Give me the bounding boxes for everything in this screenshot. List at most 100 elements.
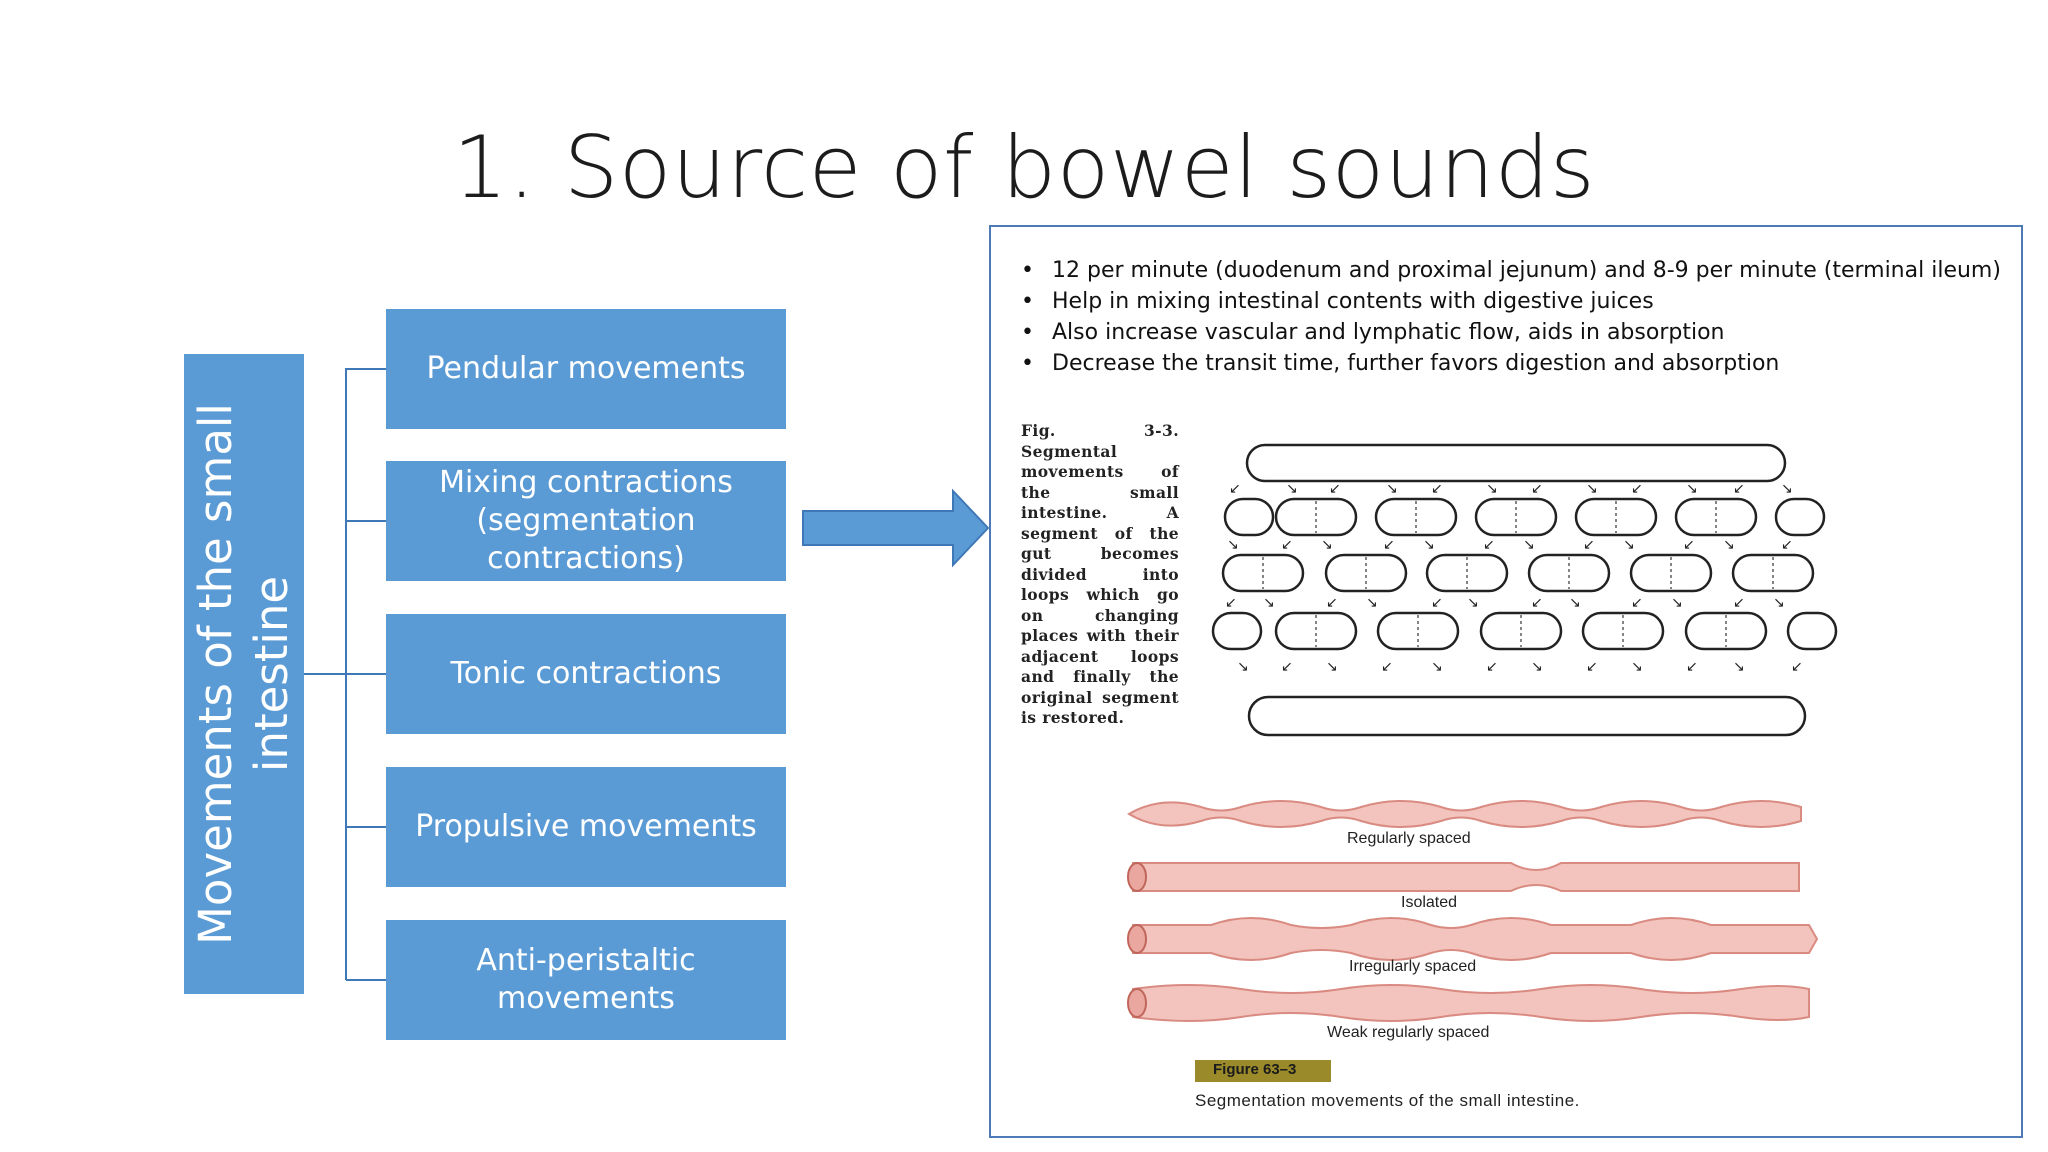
intestine-loop: [1581, 611, 1665, 651]
segment-label-regular: Regularly spaced: [1347, 830, 1471, 847]
movement-label: Propulsive movements: [415, 809, 757, 844]
svg-text:↙: ↙: [1631, 595, 1643, 611]
movement-label: Tonic contractions: [450, 656, 722, 691]
intestine-loop: [1574, 497, 1658, 537]
svg-text:↘: ↘: [1237, 659, 1249, 675]
intestine-weak-regularly-spaced: [1132, 984, 1810, 1022]
svg-text:↘: ↘: [1486, 481, 1498, 497]
intestine-loop: [1786, 611, 1838, 651]
movement-label: Pendular movements: [426, 351, 746, 386]
svg-text:↘: ↘: [1431, 659, 1443, 675]
intestine-loop: [1479, 611, 1563, 651]
svg-text:↘: ↘: [1623, 537, 1635, 553]
intestine-segment: [1247, 695, 1807, 737]
svg-text:↙: ↙: [1583, 537, 1595, 553]
intestine-loop: [1674, 497, 1758, 537]
right-arrow-icon: [802, 488, 990, 568]
svg-text:↘: ↘: [1723, 537, 1735, 553]
svg-text:↙: ↙: [1686, 659, 1698, 675]
svg-text:↘: ↘: [1321, 537, 1333, 553]
svg-text:↙: ↙: [1631, 481, 1643, 497]
svg-text:↘: ↘: [1423, 537, 1435, 553]
intestine-loop: [1774, 497, 1826, 537]
svg-text:↘: ↘: [1523, 537, 1535, 553]
svg-text:↘: ↘: [1781, 481, 1793, 497]
slide-title: 1. Source of bowel sounds: [452, 118, 1596, 218]
intestine-isolated: [1132, 862, 1800, 892]
svg-text:↙: ↙: [1586, 659, 1598, 675]
intestine-loop: [1211, 611, 1263, 651]
svg-text:↙: ↙: [1383, 537, 1395, 553]
bullet-list: 12 per minute (duodenum and proximal jej…: [1021, 255, 2001, 379]
movement-box-tonic: Tonic contractions: [386, 614, 786, 734]
svg-text:↘: ↘: [1263, 595, 1275, 611]
intestine-segment: [1245, 443, 1787, 483]
svg-text:↙: ↙: [1531, 595, 1543, 611]
figure-63-3-tag: Figure 63–3: [1195, 1060, 1331, 1082]
svg-text:↘: ↘: [1227, 537, 1239, 553]
intestine-loop: [1221, 553, 1305, 593]
svg-text:↙: ↙: [1733, 481, 1745, 497]
segment-label-irregular: Irregularly spaced: [1349, 958, 1477, 975]
svg-text:↙: ↙: [1486, 659, 1498, 675]
intestine-loop: [1425, 553, 1509, 593]
segment-label-isolated: Isolated: [1401, 894, 1458, 911]
intestine-regularly-spaced: [1127, 800, 1802, 828]
arrow-marks: ↙↘↙ ↘↙↘ ↙↘↙ ↘↙↘ ↘↙↘ ↙↘↙ ↘↙↘ ↙↘↙ ↙↘↙ ↘↙↘ …: [1225, 481, 1803, 675]
intestine-loop: [1731, 553, 1815, 593]
intestine-loop: [1527, 553, 1611, 593]
intestine-loop: [1474, 497, 1558, 537]
svg-text:↙: ↙: [1683, 537, 1695, 553]
bullet-item: Help in mixing intestinal contents with …: [1021, 286, 2001, 317]
svg-text:↘: ↘: [1733, 659, 1745, 675]
svg-text:↙: ↙: [1381, 659, 1393, 675]
svg-text:↙: ↙: [1791, 659, 1803, 675]
svg-text:↙: ↙: [1781, 537, 1793, 553]
svg-text:↘: ↘: [1671, 595, 1683, 611]
intestine-loop: [1274, 611, 1358, 651]
svg-text:↘: ↘: [1531, 659, 1543, 675]
svg-text:↙: ↙: [1281, 659, 1293, 675]
svg-text:↘: ↘: [1286, 481, 1298, 497]
svg-text:↘: ↘: [1586, 481, 1598, 497]
intestine-loop: [1223, 497, 1275, 537]
svg-text:↙: ↙: [1329, 481, 1341, 497]
figure-3-3-caption: Fig. 3-3. Segmental movements of the sma…: [1021, 421, 1179, 727]
svg-text:↘: ↘: [1326, 659, 1338, 675]
intestine-loop: [1629, 553, 1713, 593]
bullet-item: Also increase vascular and lymphatic flo…: [1021, 317, 2001, 348]
bullet-item: 12 per minute (duodenum and proximal jej…: [1021, 255, 2001, 286]
intestine-irregularly-spaced: [1132, 917, 1819, 961]
svg-text:↘: ↘: [1686, 481, 1698, 497]
svg-text:↘: ↘: [1569, 595, 1581, 611]
intestine-loop: [1274, 497, 1358, 537]
svg-text:↙: ↙: [1431, 595, 1443, 611]
movement-box-antiperistaltic: Anti-peristaltic movements: [386, 920, 786, 1040]
svg-text:↘: ↘: [1386, 481, 1398, 497]
movement-label: Mixing contractions (segmentation contra…: [439, 465, 733, 576]
bullet-item: Decrease the transit time, further favor…: [1021, 348, 2001, 379]
movement-box-propulsive: Propulsive movements: [386, 767, 786, 887]
svg-text:↙: ↙: [1281, 537, 1293, 553]
intestine-loop: [1324, 553, 1408, 593]
svg-text:↘: ↘: [1467, 595, 1479, 611]
intestine-loop: [1684, 611, 1768, 651]
movement-box-mixing: Mixing contractions (segmentation contra…: [386, 461, 786, 581]
intestine-loop: [1376, 611, 1460, 651]
figure-63-3-tag-text: Figure 63–3: [1213, 1061, 1297, 1078]
svg-text:↘: ↘: [1366, 595, 1378, 611]
svg-text:↙: ↙: [1225, 595, 1237, 611]
segment-label-weak: Weak regularly spaced: [1327, 1024, 1490, 1041]
svg-text:↙: ↙: [1483, 537, 1495, 553]
figure-63-3-caption: Segmentation movements of the small inte…: [1195, 1091, 1580, 1110]
svg-text:↘: ↘: [1631, 659, 1643, 675]
segmentation-diagram: ↙↘↙ ↘↙↘ ↙↘↙ ↘↙↘ ↘↙↘ ↙↘↙ ↘↙↘ ↙↘↙ ↙↘↙ ↘↙↘ …: [1127, 443, 1838, 1022]
svg-text:↙: ↙: [1326, 595, 1338, 611]
intestine-loop: [1374, 497, 1458, 537]
svg-text:↙: ↙: [1431, 481, 1443, 497]
svg-text:↙: ↙: [1531, 481, 1543, 497]
detail-panel: 12 per minute (duodenum and proximal jej…: [989, 225, 2023, 1138]
svg-text:↘: ↘: [1773, 595, 1785, 611]
svg-text:↙: ↙: [1733, 595, 1745, 611]
